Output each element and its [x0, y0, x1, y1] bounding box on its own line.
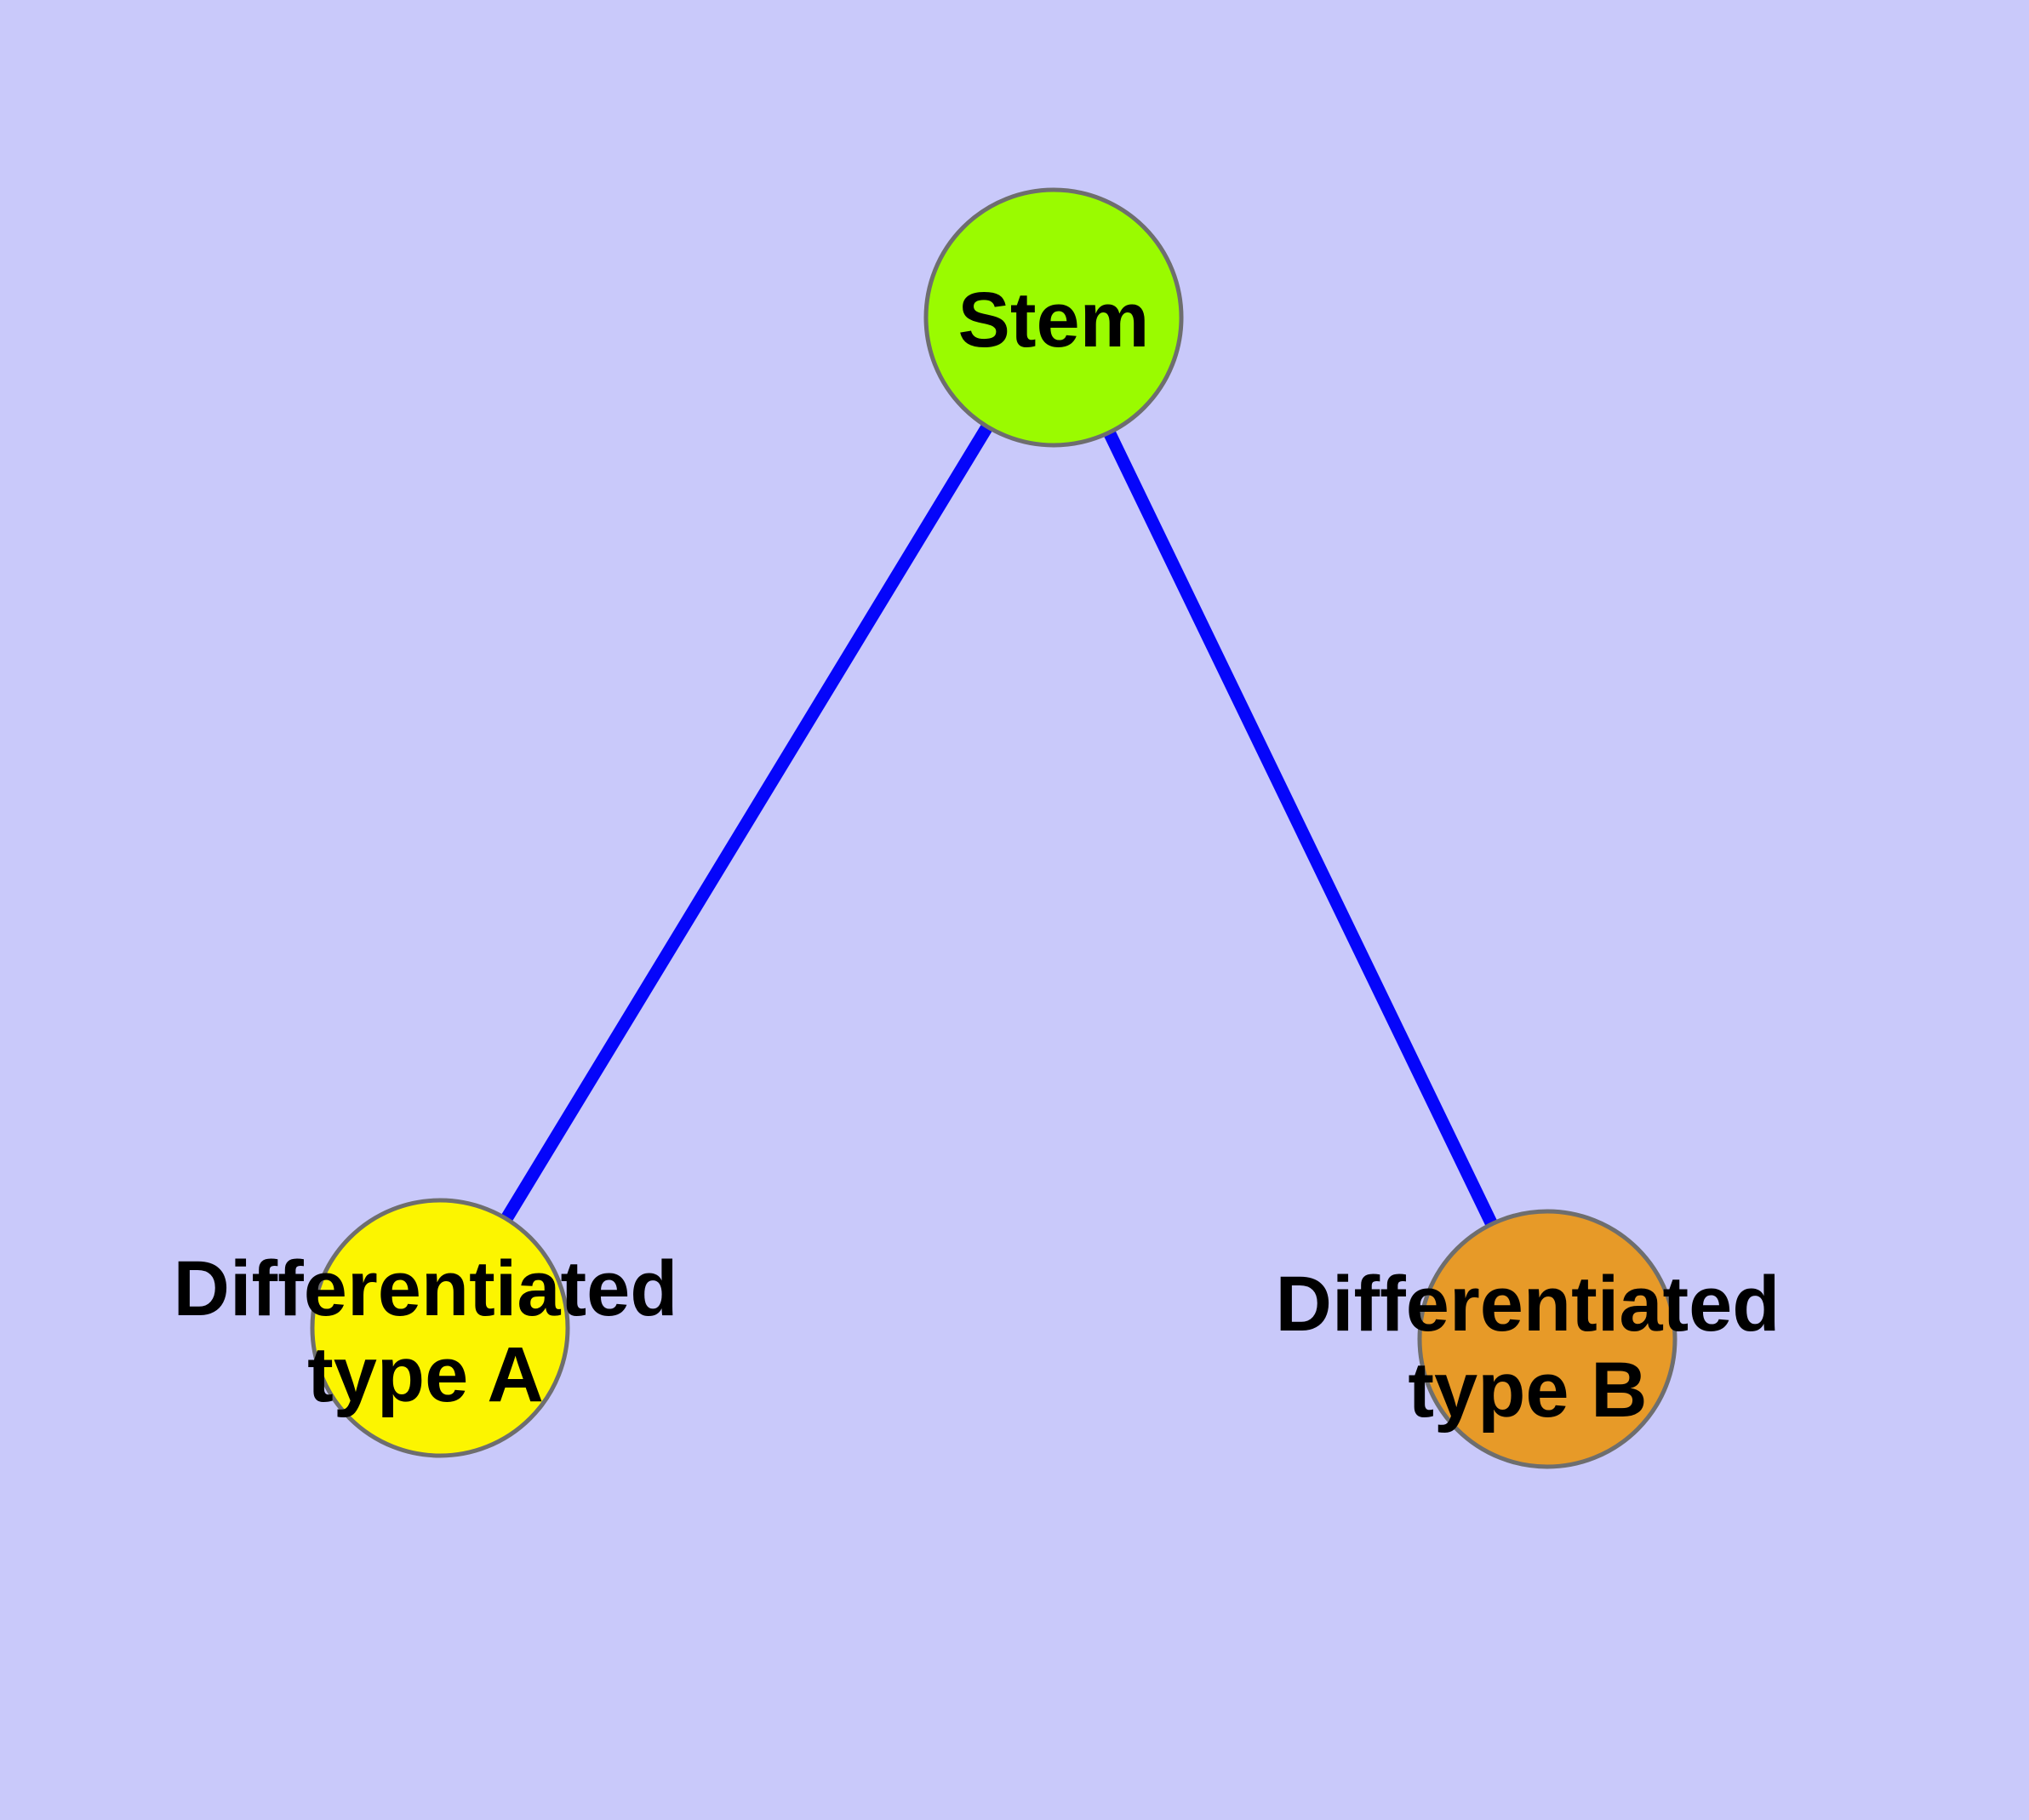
node-type-b-label-line2: type B	[1408, 1347, 1647, 1434]
node-type-b-label-line1: Differentiated	[1276, 1261, 1780, 1348]
edge-stem-to-type-b	[1048, 314, 1553, 1342]
node-type-a-circle	[310, 1198, 570, 1458]
edge-stem-to-type-a	[434, 314, 1060, 1331]
node-stem-circle	[923, 187, 1184, 448]
node-type-a-label-line1: Differentiated	[174, 1245, 678, 1332]
node-type-a-label-line2: type A	[307, 1331, 544, 1418]
node-stem-label: Stem	[958, 277, 1150, 363]
node-type-b-circle	[1417, 1209, 1677, 1469]
